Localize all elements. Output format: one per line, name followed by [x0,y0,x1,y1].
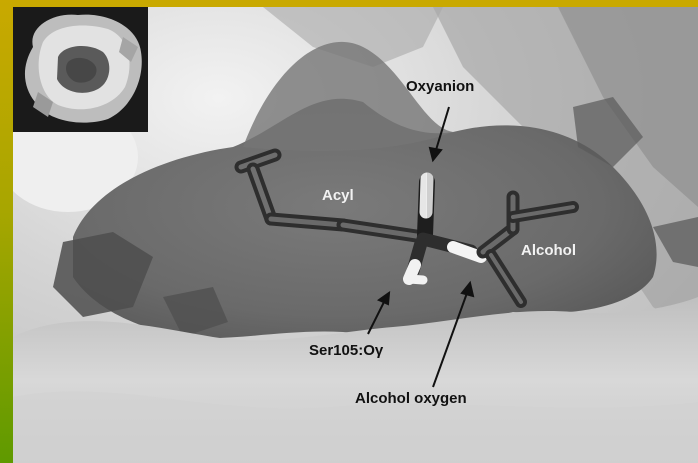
label-ser105: Ser105:Oγ [309,343,383,358]
molecular-surface-image: Oxyanion Acyl Alcohol Ser105:Oγ Alcohol … [13,7,698,463]
inset-surface [13,7,148,132]
left-border [0,0,13,463]
label-acyl: Acyl [322,188,354,203]
label-alcohol-oxygen: Alcohol oxygen [355,391,467,406]
inset-overview-image [13,7,148,132]
label-oxyanion: Oxyanion [406,79,474,94]
top-border [0,0,698,7]
label-alcohol: Alcohol [521,243,576,258]
